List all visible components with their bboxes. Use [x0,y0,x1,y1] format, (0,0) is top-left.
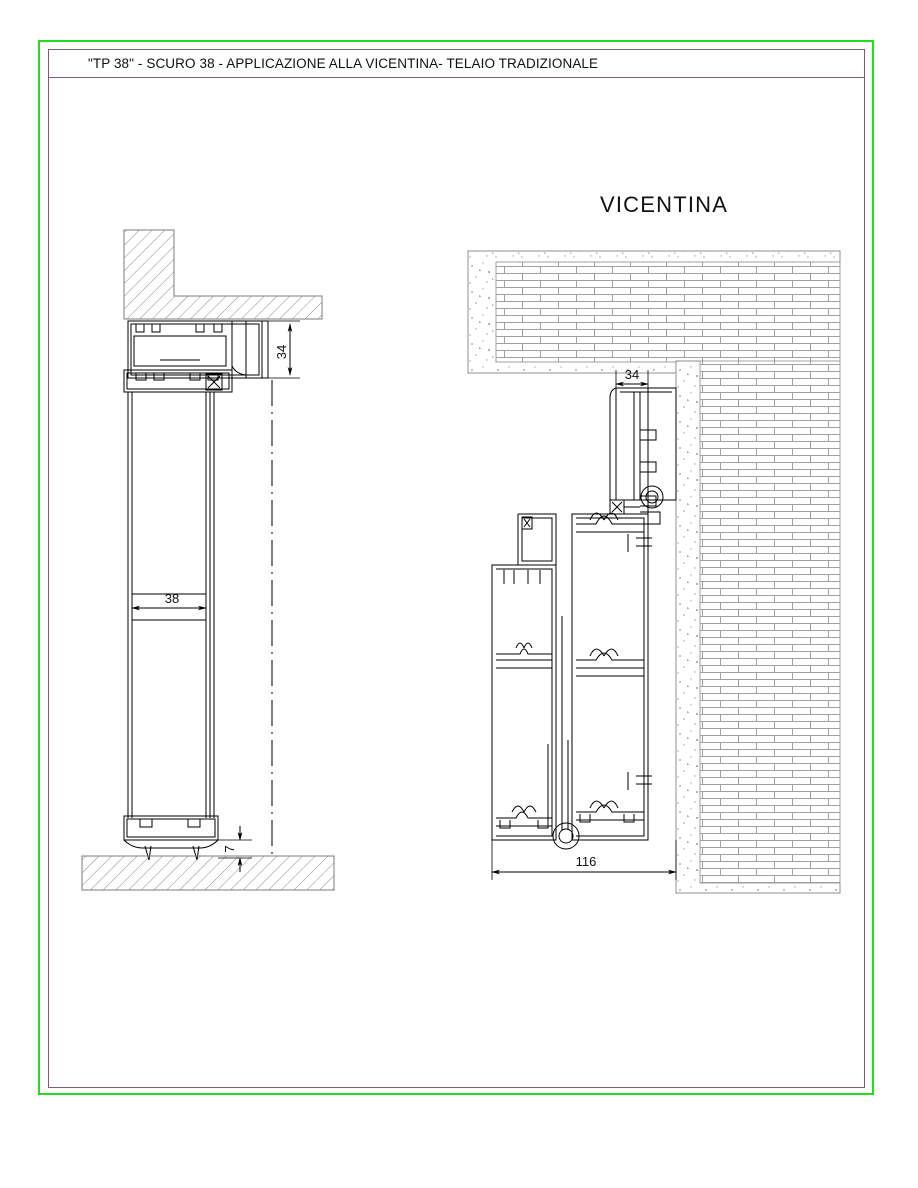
right-wall-upper [467,250,841,374]
left-sill-profile [123,815,219,861]
dim-left-sill-7: 7 [218,826,252,872]
right-sash-left [491,513,557,841]
left-upper-wall-hatch [123,229,323,320]
left-sash-head-profile [123,369,233,393]
dim-left-width-38: 38 [131,591,207,611]
left-panel-body [127,392,215,818]
dim-left-head-34: 34 [262,320,300,379]
dim-left-width-value: 38 [165,591,179,606]
sheet-outer-border [38,40,874,1095]
vicentina-label: VICENTINA [600,192,729,217]
left-floor-hatch [81,855,335,891]
left-head-profile [127,320,269,379]
page-title: "TP 38" - SCURO 38 - APPLICAZIONE ALLA V… [88,55,599,71]
right-wall-vertical [675,360,841,894]
dim-right-total-value: 116 [576,854,597,869]
right-frame-profile [609,387,677,525]
right-sash-right [547,512,652,850]
sheet-inner-frame [48,49,865,1088]
dim-left-sill-value: 7 [222,845,237,852]
dim-right-head-34: 34 [615,367,649,392]
title-block: "TP 38" - SCURO 38 - APPLICAZIONE ALLA V… [48,49,865,78]
dim-right-total-116: 116 [491,840,677,880]
dim-right-head-value: 34 [625,367,639,382]
dim-left-head-value: 34 [274,345,289,359]
